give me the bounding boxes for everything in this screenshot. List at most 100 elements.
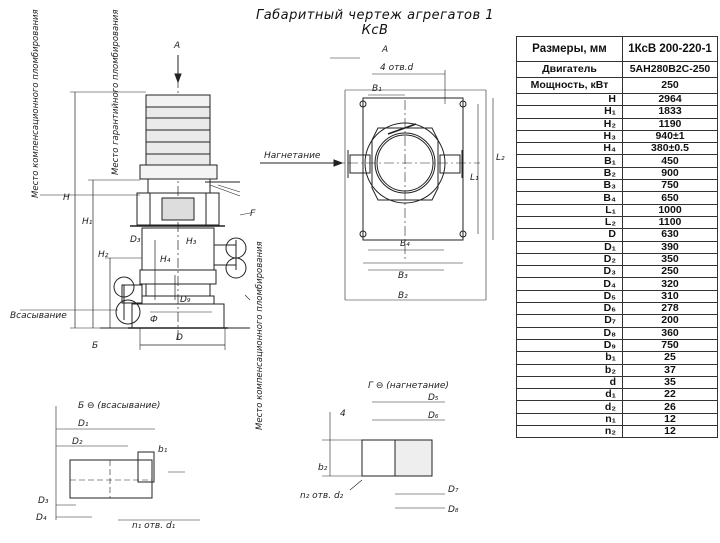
- holes-b-label: n₁ отв. d₁: [132, 521, 176, 531]
- param-value-cell: 630: [622, 228, 718, 242]
- param-name-cell: n₂: [516, 425, 623, 439]
- view-arrow-label: А: [173, 41, 180, 51]
- param-value-cell: 1000: [622, 203, 718, 217]
- dim-h4: H₄: [160, 255, 171, 265]
- param-value-cell: 25: [622, 351, 718, 365]
- param-value-cell: 12: [622, 425, 718, 439]
- detail-b-marker: Б: [92, 341, 98, 351]
- param-name-cell: L₁: [516, 203, 623, 217]
- plan-view-label: А: [381, 45, 388, 55]
- holes-g-label: n₂ отв. d₂: [300, 491, 344, 501]
- dim-l1: L₁: [470, 173, 479, 183]
- elevation-view: [20, 55, 256, 350]
- param-name-cell: H₁: [516, 105, 623, 119]
- dim-b4: B₄: [400, 239, 410, 249]
- dim-b-b1: b₁: [158, 445, 168, 455]
- compensator-right-label: Место компенсационного пломбирования: [255, 241, 265, 430]
- param-name-cell: D₃: [516, 265, 623, 279]
- dim-b-d2: D₂: [72, 437, 83, 447]
- dim-g-d7: D₇: [448, 485, 459, 495]
- param-value-cell: 350: [622, 252, 718, 267]
- param-name-cell: D₂: [516, 252, 623, 267]
- param-name-cell: B₂: [516, 166, 623, 181]
- param-value-cell: 1190: [622, 117, 718, 131]
- discharge-label: Нагнетание: [264, 151, 321, 161]
- dim-g-d6: D₆: [428, 411, 439, 421]
- param-value-cell: 900: [622, 166, 718, 181]
- param-value-cell: 650: [622, 191, 718, 205]
- param-name-cell: H₄: [516, 142, 623, 156]
- param-value-cell: 35: [622, 375, 718, 390]
- param-value-cell: 250: [622, 77, 718, 94]
- param-value-cell: 310: [622, 289, 718, 304]
- param-name-cell: D₁: [516, 240, 623, 254]
- param-value-cell: 12: [622, 412, 718, 427]
- param-value-cell: 278: [622, 302, 718, 316]
- param-name-cell: B₄: [516, 191, 623, 205]
- dim-h2: H₂: [98, 250, 109, 260]
- param-value-cell: 22: [622, 388, 718, 402]
- dim-b1: B₁: [372, 84, 382, 94]
- phi-symbol: Ф: [150, 315, 158, 325]
- param-name-cell: B₁: [516, 154, 623, 168]
- param-value-cell: 320: [622, 277, 718, 291]
- param-name-cell: H: [516, 92, 623, 107]
- dim-g-d8: D₈: [448, 505, 459, 515]
- param-name-cell: H₃: [516, 129, 623, 144]
- param-value-cell: 5АН280В2С-250: [622, 61, 718, 78]
- dim-g-b2: b₂: [318, 463, 328, 473]
- detail-b-view: [55, 406, 200, 521]
- param-value-cell: 750: [622, 338, 718, 353]
- param-value-cell: 200: [622, 314, 718, 328]
- param-name-cell: Мощность, кВт: [516, 77, 623, 94]
- param-name-cell: b₁: [516, 351, 623, 365]
- param-name-cell: n₁: [516, 412, 623, 427]
- detail-g-title: Г ⊖ (нагнетание): [368, 381, 449, 391]
- holes-top-label: 4 отв.d: [380, 63, 414, 73]
- dim-d3: D₃: [130, 235, 141, 245]
- param-name-cell: D₈: [516, 326, 623, 340]
- detail-g-marker: Г: [250, 209, 256, 219]
- compensator-left-label: Место компенсационного пломбирования: [31, 9, 41, 198]
- param-name-cell: d₂: [516, 400, 623, 414]
- dim-d9: D₉: [180, 295, 191, 305]
- drawing-title: Габаритный чертеж агрегатов 1 КсВ: [255, 8, 495, 38]
- dim-b-d3: D₃: [38, 496, 49, 506]
- param-name-cell: D: [516, 228, 623, 242]
- param-name-cell: b₂: [516, 363, 623, 377]
- detail-b-title: Б ⊖ (всасывание): [78, 401, 160, 411]
- param-value-cell: 450: [622, 154, 718, 168]
- param-name-cell: L₂: [516, 215, 623, 230]
- dim-b-d4: D₄: [36, 513, 47, 523]
- param-name-cell: d: [516, 375, 623, 390]
- dim-g-four: 4: [340, 409, 346, 419]
- table-header-cell: Размеры, мм: [516, 36, 623, 62]
- param-name-cell: D₆: [516, 302, 623, 316]
